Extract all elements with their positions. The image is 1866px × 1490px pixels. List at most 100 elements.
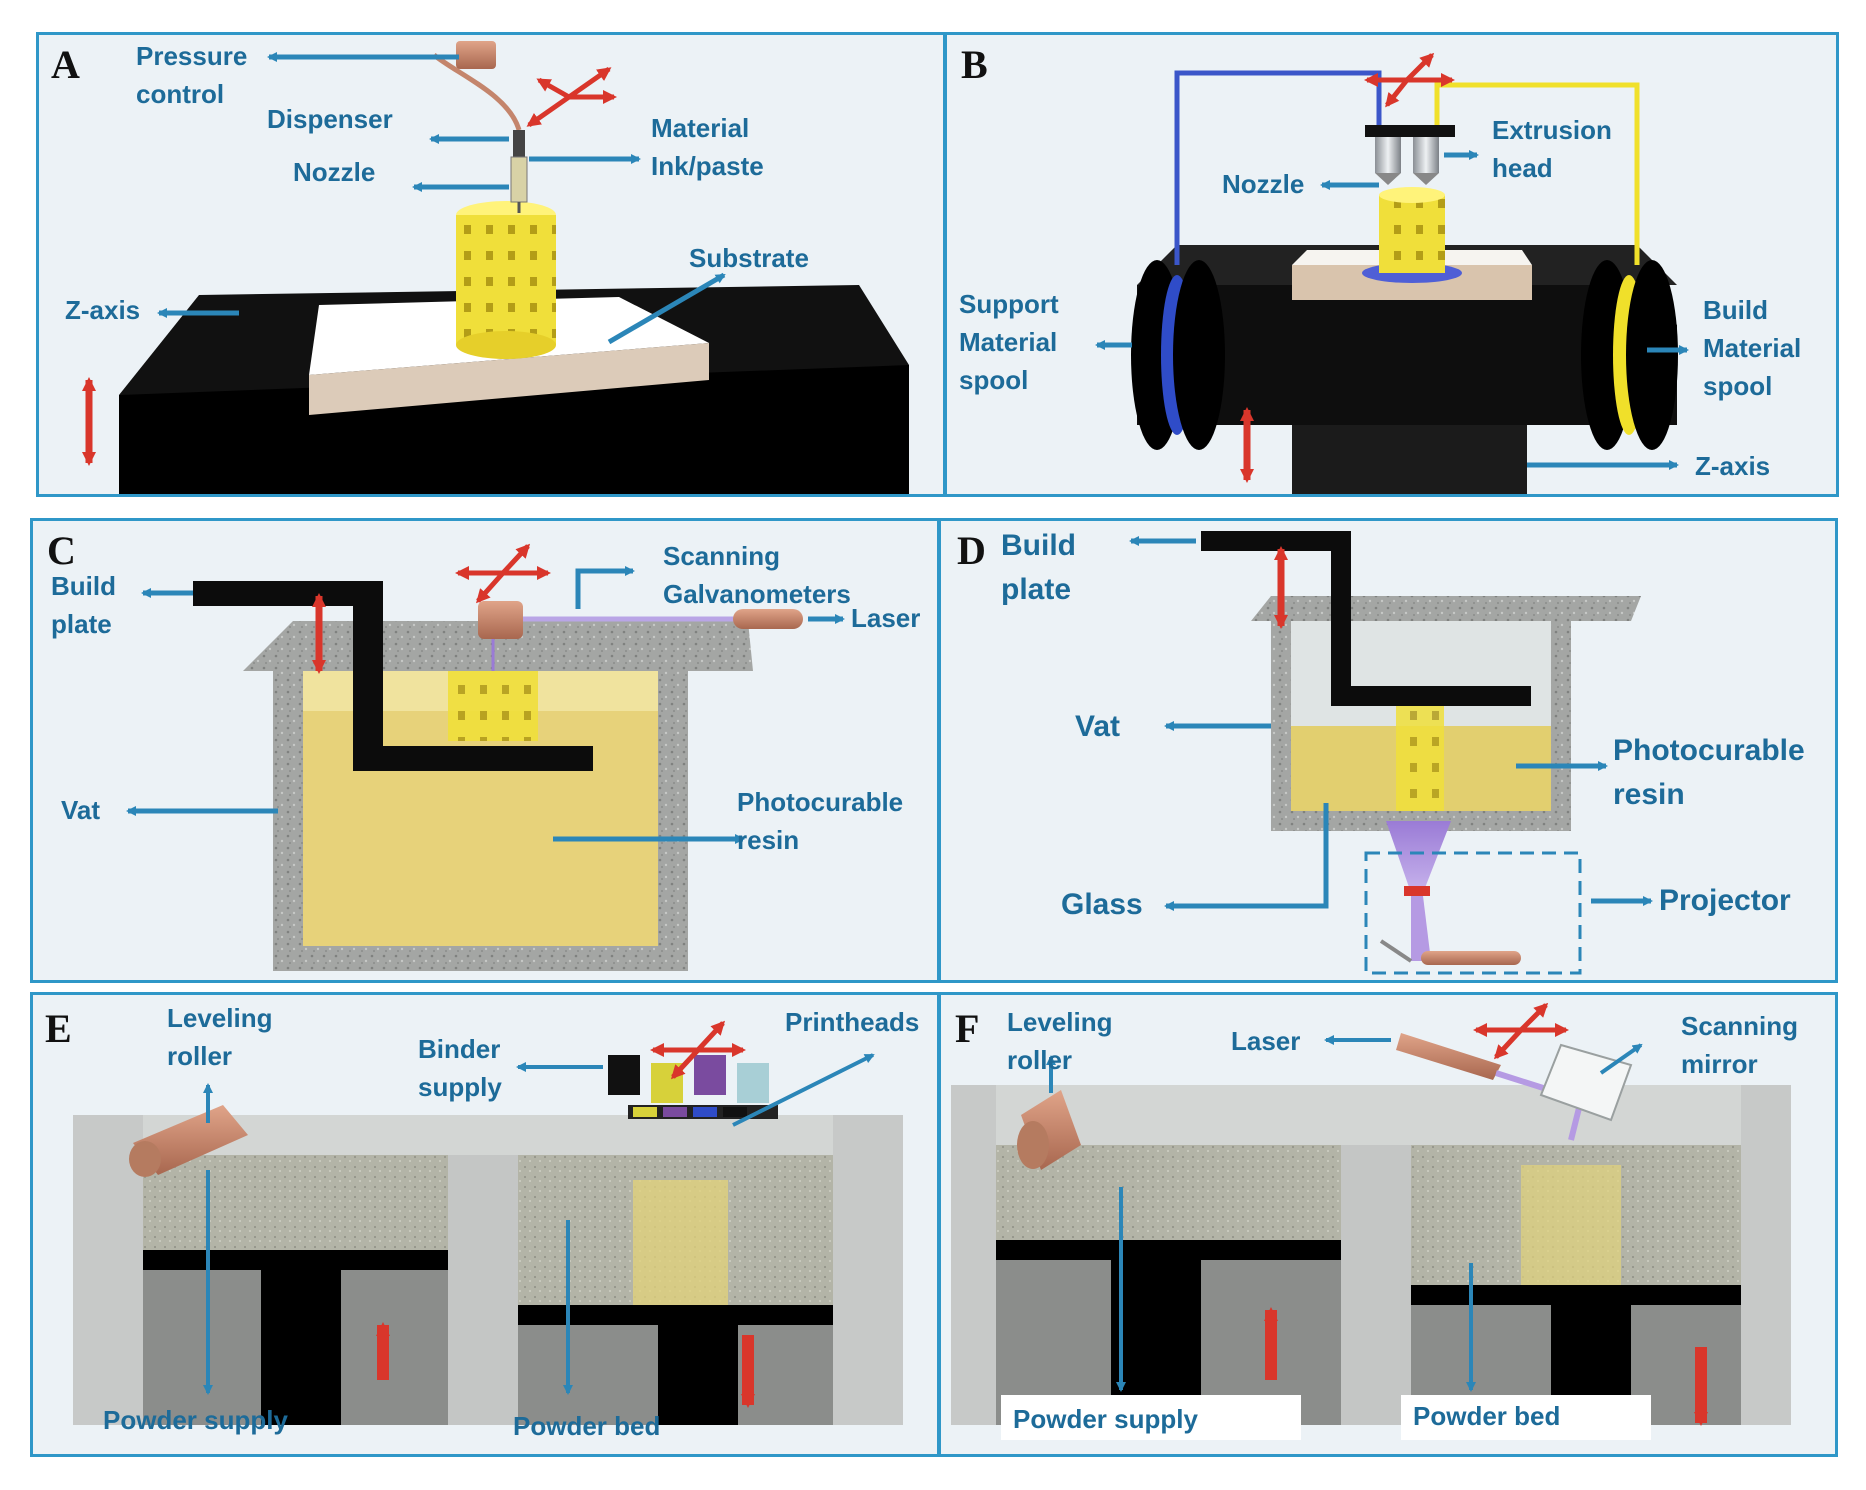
printheads	[628, 1105, 778, 1119]
vat-rim	[1251, 596, 1641, 621]
scanning-mirror	[1539, 1043, 1633, 1122]
powder-surface	[103, 1115, 903, 1155]
extrusion-head	[1365, 125, 1455, 137]
left-wall	[951, 1085, 996, 1425]
leveling-roller	[1017, 1090, 1081, 1170]
pressure-tube	[432, 53, 522, 131]
build-plate	[1201, 531, 1531, 706]
powder-supply-label-bg	[1001, 1395, 1301, 1440]
supply-piston	[261, 1270, 341, 1425]
printed-part	[448, 671, 538, 741]
bed-piston-plate	[518, 1305, 833, 1325]
powder-supply-chamber	[143, 1155, 448, 1250]
projector-lens	[1404, 886, 1430, 896]
support-material-spool	[1131, 260, 1225, 450]
powder-supply-label: Powder supply	[103, 1405, 288, 1435]
projector-box	[1364, 851, 1582, 975]
panel-e-illustration	[73, 1020, 903, 1425]
right-wall	[1741, 1085, 1791, 1425]
xy-motion-arrows	[650, 1020, 746, 1080]
laser-source	[1396, 1033, 1501, 1080]
glass-label: Glass	[1061, 888, 1143, 921]
projector-label: Projector	[1659, 884, 1791, 917]
vat-label: Vat	[1075, 710, 1121, 743]
powder-supply-label: Powder supply	[1013, 1404, 1198, 1434]
projector-beam	[1386, 821, 1451, 893]
leveling-roller	[129, 1105, 248, 1177]
laser-source	[733, 609, 803, 629]
scaffold-object	[1362, 187, 1462, 283]
galvanometer-arrow	[575, 566, 635, 609]
laser-label: Laser	[1231, 1026, 1301, 1056]
powder-surface	[991, 1085, 1791, 1145]
vat-label: Vat	[61, 795, 101, 825]
substrate-arrow	[607, 272, 726, 345]
printheads-label: Printheads	[785, 1007, 920, 1037]
supply-piston-plate	[143, 1250, 448, 1270]
nozzle-label: Nozzle	[293, 157, 376, 187]
mirror-arrow	[1599, 1043, 1643, 1075]
nozzle-label: Nozzle	[1222, 169, 1305, 199]
panel-letter-a: A	[51, 42, 80, 87]
panel-letter-e: E	[45, 1006, 72, 1051]
dispenser-label: Dispenser	[267, 104, 393, 134]
printed-part	[1521, 1165, 1621, 1285]
xy-motion-arrows	[455, 543, 551, 604]
right-wall	[833, 1115, 903, 1425]
build-plate	[193, 581, 593, 771]
pressure-block	[456, 41, 496, 69]
z-axis-label: Z-axis	[65, 295, 141, 325]
build-filament	[1434, 82, 1640, 265]
xy-motion-arrows	[1364, 52, 1455, 108]
panel-a-illustration	[82, 41, 909, 494]
build-carriage	[1137, 285, 1677, 425]
support-filament	[1174, 70, 1382, 265]
nozzle-left	[1375, 137, 1401, 173]
printheads-arrow	[732, 1053, 875, 1127]
light-source	[1421, 951, 1521, 965]
powder-bed-label-bg	[1401, 1395, 1651, 1440]
laser-label: Laser	[851, 603, 921, 633]
printed-part	[1396, 706, 1444, 811]
powder-bed-label: Powder bed	[513, 1411, 661, 1441]
build-material-spool	[1581, 260, 1678, 450]
dispenser-body	[513, 130, 525, 160]
xy-motion-arrows	[1473, 1002, 1569, 1060]
scaffold-object	[456, 201, 556, 359]
panel-f-illustration	[951, 1002, 1791, 1440]
bed-piston	[658, 1325, 738, 1425]
panel-c-illustration	[126, 543, 845, 971]
panel-letter-d: D	[957, 528, 986, 573]
panel-letter-c: C	[47, 528, 76, 573]
substrate-label: Substrate	[689, 243, 809, 273]
z-axis-label: Z-axis	[1695, 451, 1771, 481]
xy-motion-arrows	[526, 66, 617, 128]
panel-b-illustration	[1095, 52, 1689, 494]
panel-letter-f: F	[955, 1006, 980, 1051]
panel-d-illustration	[1129, 531, 1653, 975]
printed-part	[633, 1180, 728, 1305]
supply-piston-plate	[996, 1240, 1341, 1260]
glass-arrow	[1164, 803, 1329, 911]
middle-wall	[1341, 1145, 1411, 1425]
galvanometer-head	[478, 601, 523, 639]
